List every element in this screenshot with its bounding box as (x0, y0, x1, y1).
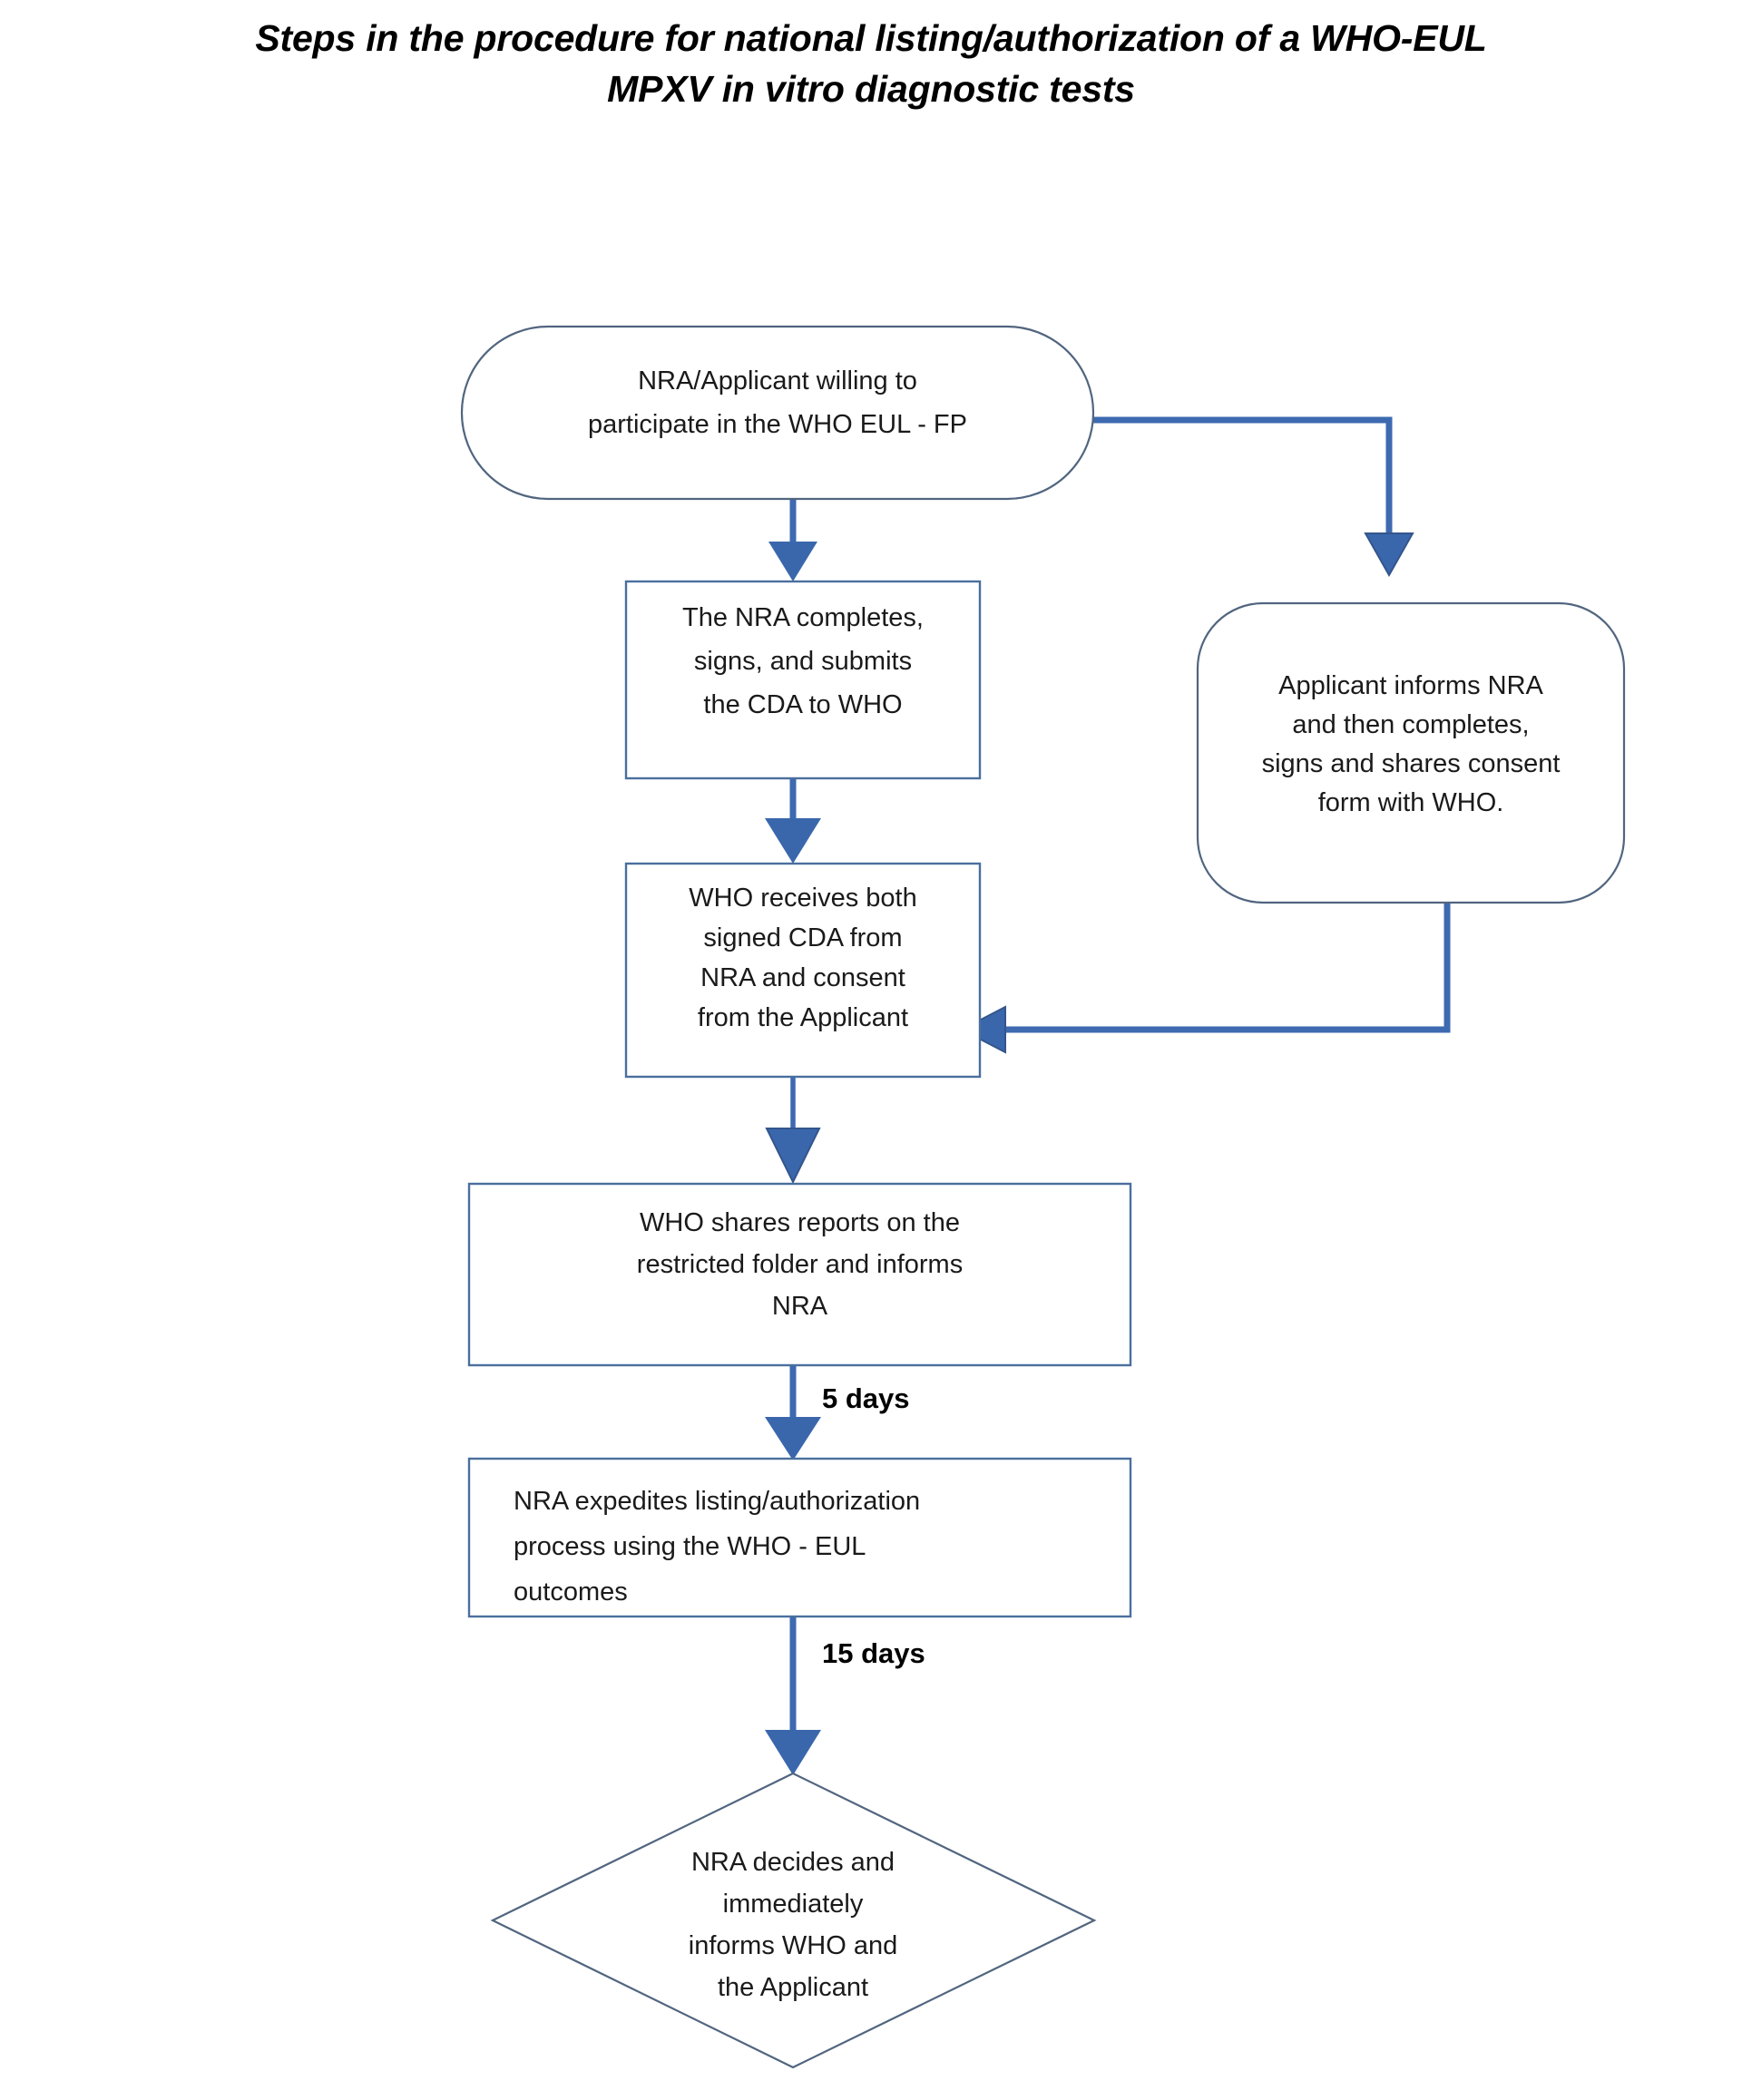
node-who-receives-label: WHO receives both signed CDA from NRA an… (689, 884, 917, 1032)
edge-nra-expedites-to-nra-decides (765, 1615, 821, 1775)
node-nra-cda-label: The NRA completes, signs, and submits th… (682, 603, 924, 719)
page-title: Steps in the procedure for national list… (0, 13, 1742, 114)
node-nra-expedites-label: NRA expedites listing/authorization proc… (514, 1487, 921, 1607)
edge-label-15-days: 15 days (822, 1637, 925, 1669)
node-nra-decides-label: NRA decides and immediately informs WHO … (688, 1848, 898, 2002)
node-applicant-consent-label: Applicant informs NRA and then completes… (1261, 671, 1561, 817)
edge-who-shares-to-nra-expedites (765, 1363, 821, 1460)
edge-applicant-consent-to-who-receives (959, 902, 1451, 1054)
page-title-line-1: Steps in the procedure for national list… (255, 17, 1487, 59)
node-who-receives-shape[interactable] (624, 862, 982, 1079)
node-who-shares-shape[interactable] (467, 1182, 1132, 1367)
edge-nra-cda-to-who-receives (765, 777, 821, 864)
node-applicant-consent-shape[interactable] (1196, 601, 1626, 904)
node-start-shape[interactable] (460, 325, 1095, 501)
node-who-shares-label: WHO shares reports on the restricted fol… (636, 1208, 964, 1321)
node-start-label: NRA/Applicant willing to participate in … (588, 366, 967, 439)
edge-label-5-days: 5 days (822, 1382, 910, 1414)
edge-who-receives-to-who-shares (765, 1075, 821, 1185)
edge-start-to-nra-cda (768, 496, 817, 581)
node-nra-expedites-shape[interactable] (467, 1457, 1132, 1618)
edge-start-to-applicant-consent (1093, 416, 1414, 578)
node-nra-cda-shape[interactable] (624, 580, 982, 780)
page-title-line-2: MPXV in vitro diagnostic tests (607, 68, 1135, 110)
node-nra-decides-shape[interactable] (490, 1772, 1097, 2069)
